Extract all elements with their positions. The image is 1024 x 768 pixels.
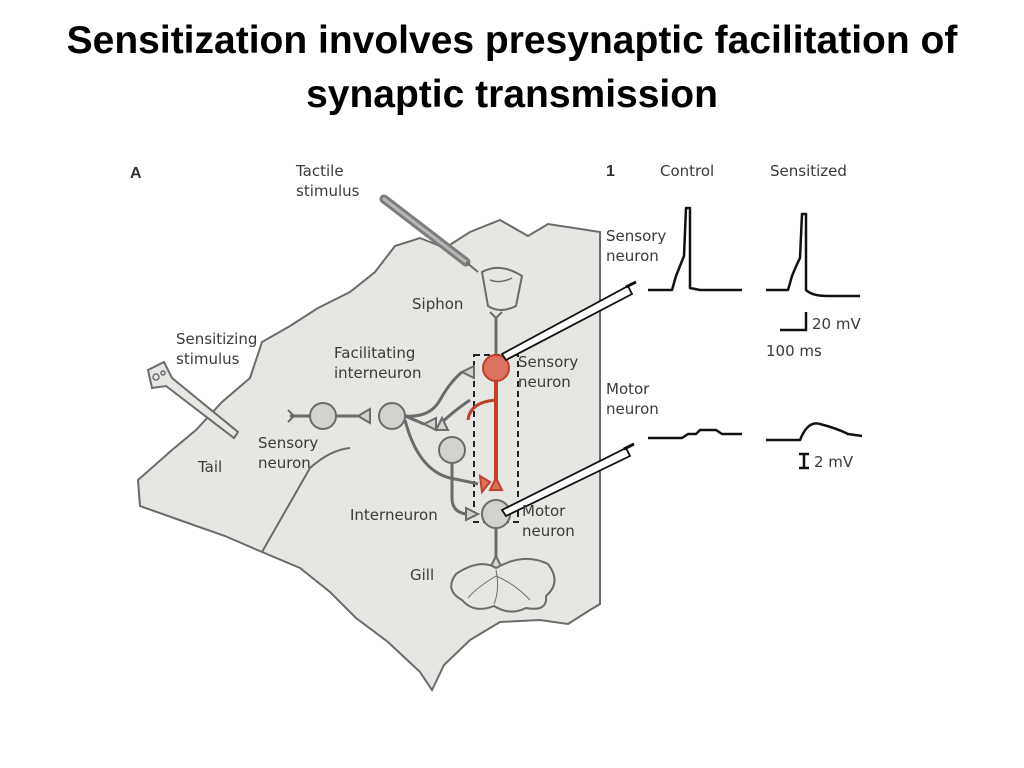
- siphon-inner: [489, 277, 513, 283]
- facilitating-interneuron-label-2: interneuron: [334, 364, 421, 382]
- tactile-stimulus-label-2: stimulus: [296, 182, 360, 200]
- motor-control-trace: [648, 428, 742, 440]
- facilitating-interneuron-label-1: Facilitating: [334, 344, 415, 362]
- motor-sensitized-trace: [766, 422, 863, 442]
- sensory-control-trace: [648, 206, 742, 292]
- interneuron-label: Interneuron: [350, 506, 438, 524]
- sensory-recording-electrode-icon: [500, 280, 637, 362]
- sensitizing-label-2: stimulus: [176, 350, 240, 368]
- tactile-stimulus-label-1: Tactile: [295, 162, 344, 180]
- siphon-sensory-neuron: [482, 354, 510, 382]
- motor-recording-electrode-icon: [500, 442, 635, 518]
- scale-2mv-label: 2 mV: [814, 453, 854, 471]
- motor-row-label-1: Motor: [606, 380, 650, 398]
- control-column-label: Control: [660, 162, 714, 180]
- sensory-sensitized-trace: [766, 212, 860, 298]
- scale-bar-20mv-100ms: [780, 312, 808, 332]
- sensitized-column-label: Sensitized: [770, 162, 847, 180]
- tail-sensory-label-2: neuron: [258, 454, 311, 472]
- siphon-label: Siphon: [412, 295, 463, 313]
- motor-neuron-label-2: neuron: [522, 522, 575, 540]
- sensitizing-electrode-icon: [146, 360, 240, 440]
- motor-row-label-2: neuron: [606, 400, 659, 418]
- scale-20mv-label: 20 mV: [812, 315, 861, 333]
- panel-label-a: A: [130, 165, 142, 182]
- tail-sensory-label-1: Sensory: [258, 434, 318, 452]
- tail-sensory-neuron: [309, 402, 337, 430]
- sensory-neuron-label-2: neuron: [518, 373, 571, 391]
- facilitating-interneuron: [378, 402, 406, 430]
- gill-label: Gill: [410, 566, 434, 584]
- slide-title: Sensitization involves presynaptic facil…: [66, 19, 958, 116]
- sensitizing-label-1: Sensitizing: [176, 330, 257, 348]
- sensory-row-label-2: neuron: [606, 247, 659, 265]
- aplysia-body: [136, 218, 601, 693]
- motor-neuron-label-1: Motor: [522, 502, 566, 520]
- tail-boundary: [261, 447, 351, 553]
- sensory-row-label-1: Sensory: [606, 227, 666, 245]
- siphon: [480, 266, 524, 311]
- interneuron-cell: [438, 436, 466, 464]
- sensory-terminal-2: [488, 475, 504, 491]
- scale-100ms-label: 100 ms: [766, 342, 822, 360]
- sensory-neuron-label-1: Sensory: [518, 353, 578, 371]
- scale-bar-2mv: [799, 452, 809, 470]
- panel-number-1: 1: [606, 163, 615, 180]
- sensory-terminal-1: [478, 474, 492, 495]
- tail-label: Tail: [197, 458, 222, 476]
